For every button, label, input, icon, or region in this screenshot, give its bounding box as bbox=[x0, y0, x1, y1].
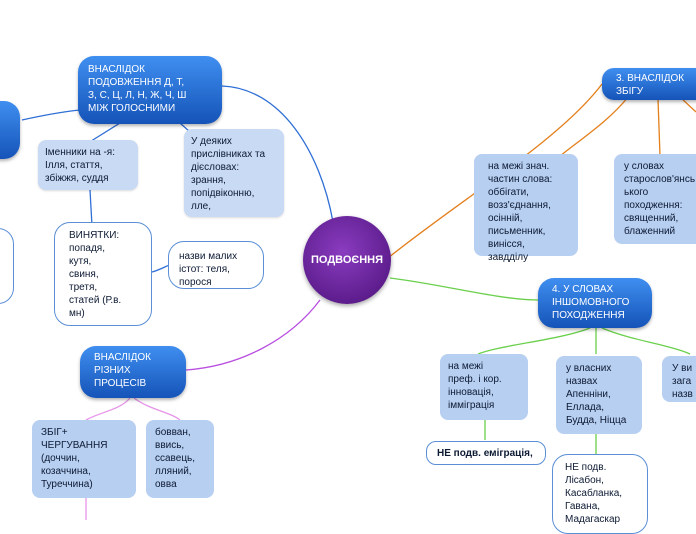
topic-lengthening[interactable]: ВНАСЛІДОК ПОДОВЖЕННЯ Д, Т, З, С, Ц, Л, Н… bbox=[78, 56, 222, 124]
note-merge-alternation[interactable]: ЗБІГ+ ЧЕРГУВАННЯ (доччин, козаччина, Тур… bbox=[32, 420, 136, 498]
note-nouns-ya[interactable]: Іменники на -я: Ілля, стаття, збіжжя, су… bbox=[38, 140, 138, 190]
note-common-nouns[interactable]: У ви зага назв bbox=[662, 356, 696, 402]
note-double-examples[interactable]: бовван, ввись, ссавець, лляний, овва bbox=[146, 420, 214, 498]
connector-center-foreign bbox=[389, 277, 539, 301]
connector-center-various bbox=[185, 299, 321, 371]
note-not-doubled-names[interactable]: НЕ подв. Лісабон, Касабланка, Гавана, Ма… bbox=[552, 454, 648, 534]
connector-confluence-boundary bbox=[559, 96, 629, 157]
offscreen-left-note[interactable] bbox=[0, 228, 14, 304]
note-small-creatures[interactable]: назви малих істот: теля, порося bbox=[168, 241, 264, 289]
connector-foreign-prefix bbox=[477, 327, 591, 355]
connector-various-merge bbox=[85, 397, 131, 421]
connector-nouns-exceptions bbox=[89, 189, 93, 227]
note-exceptions[interactable]: ВИНЯТКИ: попадя, кутя, свиня, третя, ста… bbox=[54, 222, 152, 326]
note-proper-names[interactable]: у власних назвах Апенніни, Еллада, Будда… bbox=[556, 356, 642, 434]
connector-confluence-old bbox=[657, 98, 661, 157]
connector-lengthening-left bbox=[21, 109, 81, 121]
note-prefix-root[interactable]: на межі преф. і кор. інновація, імміграц… bbox=[440, 354, 528, 420]
central-topic[interactable]: ПОДВОЄННЯ bbox=[303, 216, 391, 304]
offscreen-left-topic[interactable] bbox=[0, 101, 20, 159]
connector-lengthening-nouns bbox=[87, 122, 121, 144]
note-not-doubled-emigration[interactable]: НЕ подв. еміграція, bbox=[426, 441, 546, 465]
note-morpheme-boundary[interactable]: на межі знач. частин слова: оббігати, во… bbox=[474, 154, 578, 263]
connector-center-lengthening bbox=[221, 85, 334, 223]
connector-various-examples bbox=[133, 397, 181, 421]
topic-confluence[interactable]: 3. ВНАСЛІДОК ЗБІГУ bbox=[602, 68, 696, 100]
topic-foreign-origin[interactable]: 4. У СЛОВАХ ІНШОМОВНОГО ПОХОДЖЕННЯ bbox=[538, 278, 652, 328]
topic-various-processes[interactable]: ВНАСЛІДОК РІЗНИХ ПРОЦЕСІВ bbox=[80, 346, 186, 398]
note-old-slavonic[interactable]: у словах старослов'янсь ького походження… bbox=[614, 154, 696, 244]
note-adverbs-verbs[interactable]: У деяких прислівниках та дієсловах: зран… bbox=[184, 129, 284, 217]
connector-foreign-common bbox=[601, 327, 691, 355]
